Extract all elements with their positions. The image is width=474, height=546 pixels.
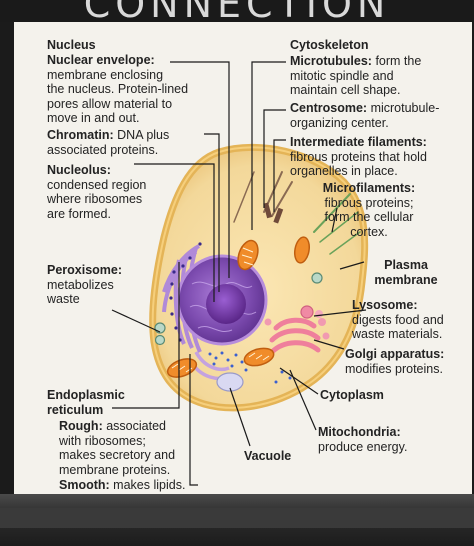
centrosome-shape <box>263 202 284 224</box>
label-golgi: Golgi apparatus: modifies proteins. <box>345 347 444 376</box>
nucleolus-title: Nucleolus: <box>47 163 111 177</box>
label-chromatin: Chromatin: DNA plus associated proteins. <box>47 128 169 157</box>
label-rough-er: Rough: associated with ribosomes; makes … <box>59 419 175 477</box>
plasma-membrane-title-1: Plasma <box>384 258 428 272</box>
microtubules-line-2: maintain cell shape. <box>290 83 401 97</box>
centrosome-desc: microtubule- <box>370 101 440 115</box>
label-intermediate-filaments: Intermediate filaments: fibrous proteins… <box>290 135 427 179</box>
label-smooth-er: Smooth: makes lipids. <box>59 478 185 493</box>
lysosome-line-2: waste materials. <box>352 327 443 341</box>
golgi-title: Golgi apparatus: <box>345 347 445 361</box>
peroxisome-line-1: metabolizes <box>47 277 114 292</box>
label-nucleolus: Nucleolus: condensed region where riboso… <box>47 163 146 221</box>
label-cytoskeleton: Cytoskeleton <box>290 38 369 53</box>
label-cytoplasm: Cytoplasm <box>320 388 384 403</box>
mitochondria-line-2: produce energy. <box>318 439 408 454</box>
microtubules-title: Microtubules: <box>290 54 372 68</box>
plasma-membrane-title-2: membrane <box>374 272 438 287</box>
nucleolus-line-1: condensed region <box>47 177 147 192</box>
nuclear-envelope-line-3: pores allow material to <box>47 96 173 111</box>
smooth-er-desc: makes lipids. <box>113 478 186 492</box>
banner-title: CONNECTION <box>83 0 391 22</box>
microtubules-desc: form the <box>375 54 422 68</box>
label-microtubules: Microtubules: form the mitotic spindle a… <box>290 54 421 98</box>
mitochondria-title: Mitochondria: <box>318 425 401 439</box>
vacuole-title: Vacuole <box>244 449 292 463</box>
rough-er-line-3: membrane proteins. <box>59 462 171 477</box>
rough-er-title: Rough: <box>59 419 103 433</box>
lysosome-line-1: digests food and <box>352 312 444 327</box>
label-centrosome: Centrosome: microtubule- organizing cent… <box>290 101 439 130</box>
label-mitochondria: Mitochondria: produce energy. <box>318 425 407 454</box>
rough-er-desc: associated <box>106 419 166 433</box>
microfilaments-line-3: cortex. <box>350 224 388 239</box>
er-title-1: Endoplasmic <box>47 388 125 402</box>
label-peroxisome: Peroxisome: metabolizes waste <box>47 263 122 307</box>
peroxisome-line-2: waste <box>47 292 80 306</box>
intermediate-filaments-line-2: organelles in place. <box>290 164 398 178</box>
smooth-er-title: Smooth: <box>59 478 110 492</box>
chromatin-title: Chromatin: <box>47 128 114 142</box>
golgi-shape <box>269 317 321 355</box>
cytoplasm-title: Cytoplasm <box>320 388 384 402</box>
diagram-card: Nucleus Nuclear envelope: membrane enclo… <box>14 22 472 494</box>
cytoskeleton-title: Cytoskeleton <box>290 38 369 52</box>
device-bezel <box>0 494 474 546</box>
microfilaments-line-1: fibrous proteins; <box>324 195 414 210</box>
peroxisome-title: Peroxisome: <box>47 263 123 277</box>
nuclear-envelope-line-1: membrane enclosing <box>47 67 164 82</box>
banner: CONNECTION <box>0 0 474 22</box>
label-nucleus-title: Nucleus <box>47 38 96 52</box>
rough-er-line-2: makes secretory and <box>59 448 176 462</box>
intermediate-filaments-line-1: fibrous proteins that hold <box>290 149 427 164</box>
microfilaments-line-2: form the cellular <box>324 210 414 224</box>
chromatin-line-2: associated proteins. <box>47 142 159 157</box>
er-title-2: reticulum <box>47 402 104 417</box>
label-lysosome: Lysosome: digests food and waste materia… <box>352 298 444 342</box>
nuclear-envelope-line-2: the nucleus. Protein-lined <box>47 82 189 96</box>
nucleolus-line-3: are formed. <box>47 206 111 221</box>
nuclear-envelope-line-4: move in and out. <box>47 111 140 125</box>
nucleolus-line-2: where ribosomes <box>47 192 143 206</box>
centrosome-line-2: organizing center. <box>290 115 389 130</box>
leader-lines <box>111 61 367 486</box>
label-vacuole: Vacuole <box>244 449 291 464</box>
centrosome-title: Centrosome: <box>290 101 368 115</box>
label-microfilaments: Microfilaments: fibrous proteins; form t… <box>314 181 424 239</box>
golgi-line-2: modifies proteins. <box>345 361 443 376</box>
label-nuclear-envelope: Nuclear envelope: membrane enclosing the… <box>47 53 188 126</box>
lysosome-shape <box>300 305 314 319</box>
chromatin-desc: DNA plus <box>117 128 170 142</box>
microtubules-line-1: mitotic spindle and <box>290 68 394 83</box>
label-plasma-membrane: Plasma membrane <box>366 258 446 287</box>
vacuole-shape <box>216 372 244 392</box>
cell-illustration <box>111 61 369 486</box>
lysosome-title: Lysosome: <box>352 298 418 312</box>
intermediate-filaments-title: Intermediate filaments: <box>290 135 427 149</box>
label-endoplasmic-reticulum: Endoplasmic reticulum <box>47 388 125 417</box>
bezel-band <box>0 508 474 528</box>
rough-er-line-1: with ribosomes; <box>59 433 146 448</box>
microfilaments-title: Microfilaments: <box>322 181 416 195</box>
nuclear-envelope-title: Nuclear envelope: <box>47 53 155 67</box>
nucleolus-shape <box>206 284 246 324</box>
label-nucleus: Nucleus <box>47 38 96 53</box>
